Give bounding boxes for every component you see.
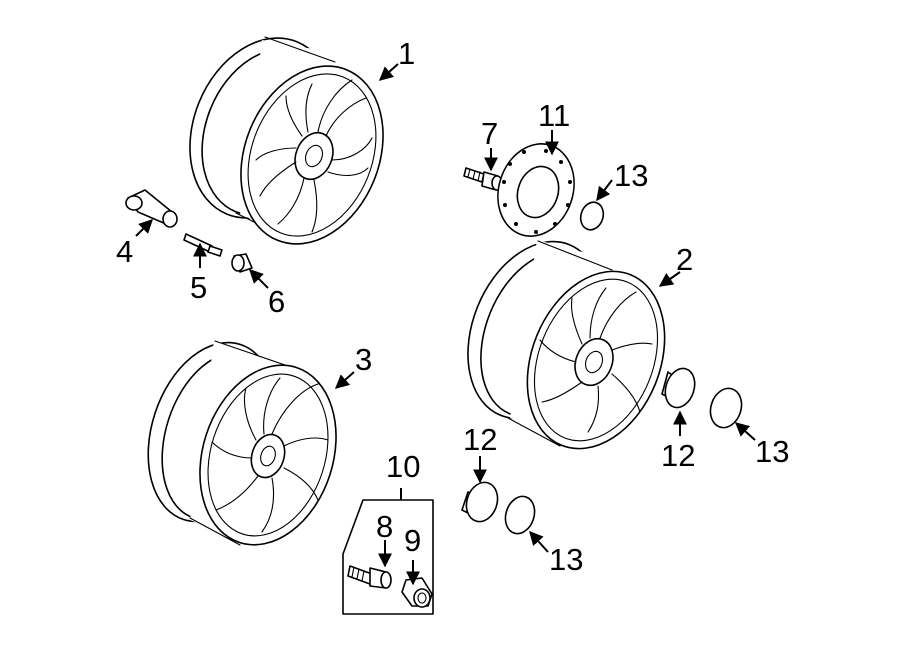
- callout-3: 3: [355, 342, 372, 377]
- hub-plate-11: [497, 143, 575, 237]
- callout-1: 1: [398, 36, 415, 71]
- callout-8: 8: [376, 509, 393, 544]
- callout-11: 11: [538, 98, 570, 133]
- lug-kit-box-10: [342, 488, 434, 615]
- callout-13-right: 13: [755, 434, 789, 469]
- lug-nut-9: [401, 577, 433, 608]
- callout-labels: 1 2 3 4 5 6 7 8 9 10 11 12 12 13 13 13: [116, 36, 789, 577]
- o-ring-13-top: [579, 201, 605, 231]
- o-ring-13-bottom: [504, 495, 536, 535]
- callout-9: 9: [404, 523, 421, 558]
- valve-cap-6: [231, 253, 253, 273]
- center-cap-12-bottom: [461, 481, 499, 523]
- valve-core-5: [183, 233, 223, 257]
- leader-lines: [135, 63, 756, 586]
- callout-5: 5: [190, 270, 207, 305]
- callout-6: 6: [268, 284, 285, 319]
- lug-bolt-8: [347, 565, 392, 589]
- callout-10: 10: [386, 449, 420, 484]
- o-ring-13-right: [709, 387, 743, 429]
- callout-12-right: 12: [661, 438, 695, 473]
- wheel-3: [147, 340, 337, 546]
- callout-12-bottom: 12: [463, 422, 497, 457]
- callout-13-bottom: 13: [549, 542, 583, 577]
- callout-2: 2: [676, 242, 693, 277]
- callout-7: 7: [481, 116, 498, 151]
- valve-stem-4: [125, 189, 178, 228]
- wheel-1: [189, 36, 384, 245]
- callout-13-top: 13: [614, 158, 648, 193]
- wheel-2: [467, 240, 666, 450]
- lug-bolt-7: [463, 167, 503, 191]
- center-cap-12-right: [661, 367, 696, 409]
- callout-4: 4: [116, 234, 133, 269]
